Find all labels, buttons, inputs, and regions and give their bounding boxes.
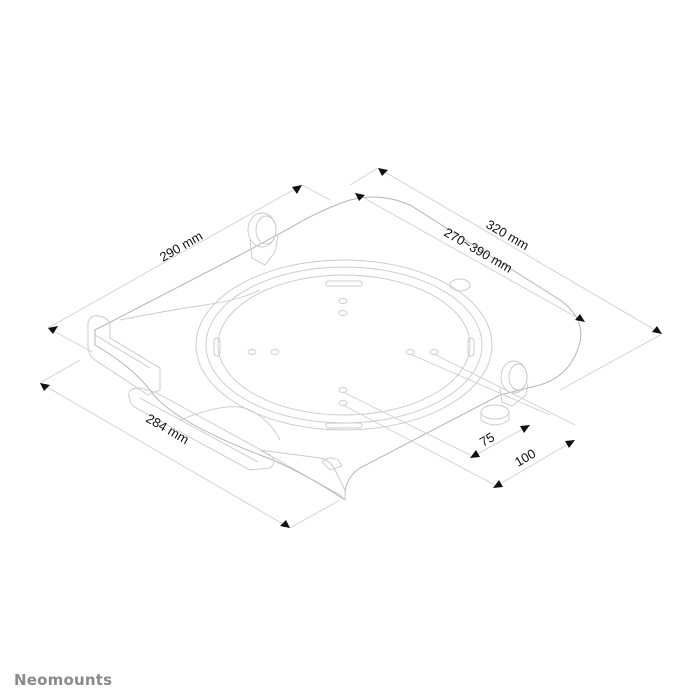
rotating-disc — [195, 259, 576, 486]
dim-label-284: 284 mm — [144, 411, 192, 447]
tray-plate — [87, 196, 582, 502]
dim-label-75: 75 — [477, 429, 497, 449]
dim-label-100: 100 — [512, 446, 538, 470]
dimension-lines — [39, 167, 663, 529]
dim-label-290: 290 mm — [157, 228, 205, 264]
brand-logo: Neomounts — [14, 671, 113, 689]
